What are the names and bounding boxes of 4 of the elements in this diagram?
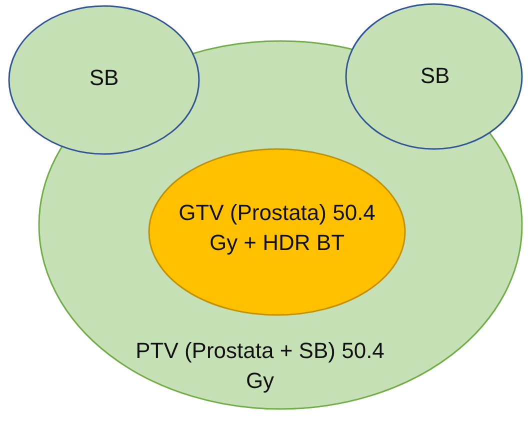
ellipse-label: SB [88, 64, 120, 92]
ellipse-label: SB [419, 62, 451, 90]
ellipse-label: GTV (Prostata) 50.4 Gy + HDR BT [178, 199, 376, 257]
ellipse-label: PTV (Prostata + SB) 50.4 Gy [134, 337, 386, 395]
